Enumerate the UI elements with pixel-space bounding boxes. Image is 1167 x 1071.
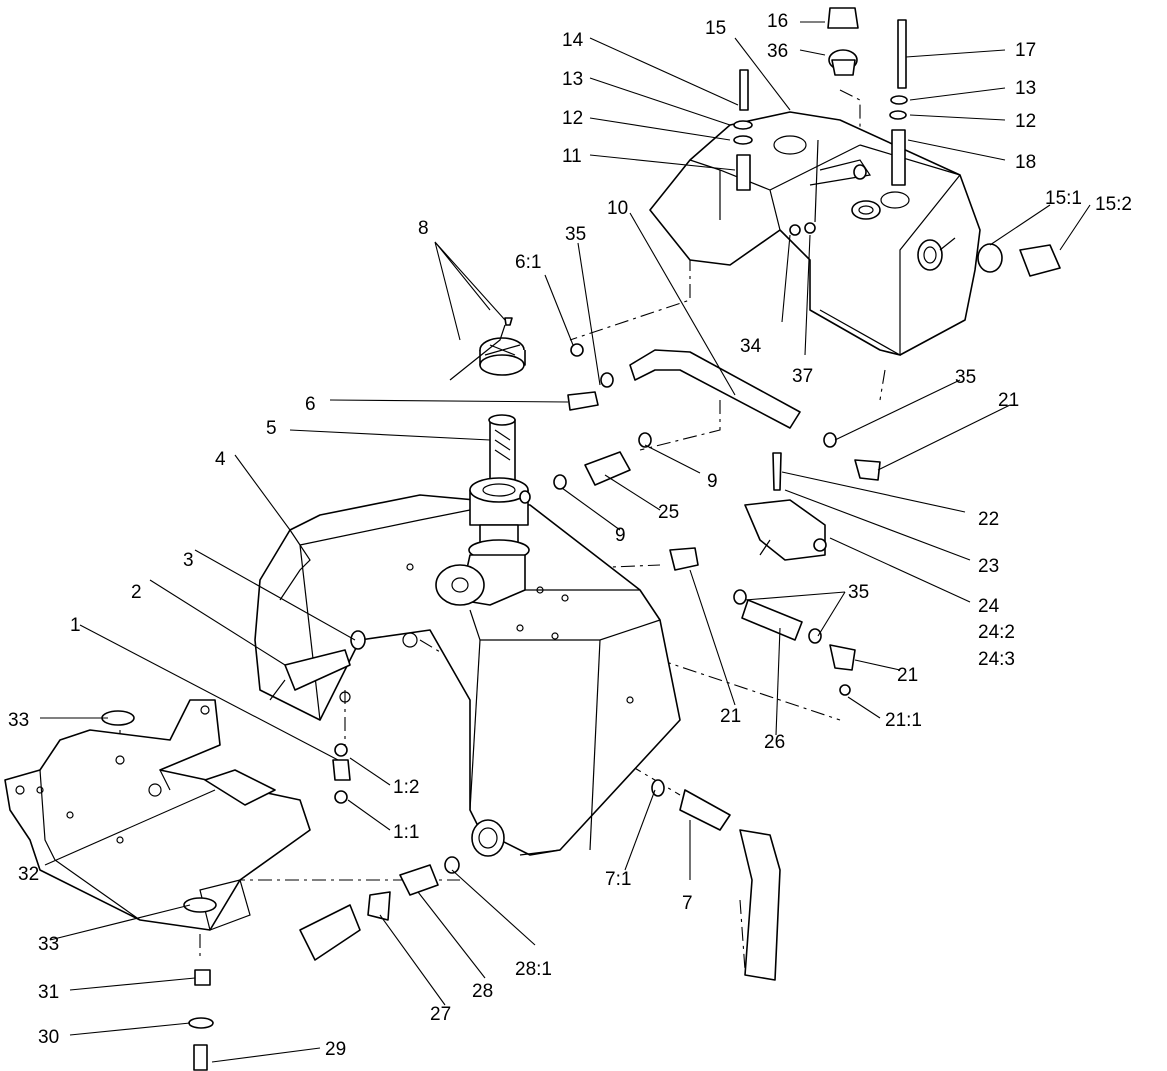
- callout-7: 7: [682, 893, 693, 914]
- filler-neck: [435, 414, 531, 606]
- callout-35-mid: 35: [848, 582, 869, 603]
- callout-7-1: 7:1: [605, 869, 631, 890]
- callout-21-top: 21: [998, 390, 1019, 411]
- callout-34: 34: [740, 336, 762, 357]
- callout-28-1: 28:1: [515, 959, 552, 980]
- callout-32: 32: [18, 864, 39, 885]
- callout-33-bottom: 33: [38, 934, 59, 955]
- callout-15: 15: [705, 18, 726, 39]
- callout-13-left: 13: [562, 69, 583, 90]
- callout-29: 29: [325, 1039, 346, 1060]
- callout-18: 18: [1015, 152, 1036, 173]
- callout-36: 36: [767, 41, 788, 62]
- callout-33-top: 33: [8, 710, 29, 731]
- callout-24-2: 24:2: [978, 622, 1015, 643]
- callout-1: 1: [70, 615, 81, 636]
- leader-lines: [40, 21, 1091, 1063]
- callout-21-right: 21: [897, 665, 918, 686]
- callout-1-2: 1:2: [393, 777, 419, 798]
- callout-24: 24: [978, 596, 1000, 617]
- callout-4: 4: [215, 449, 226, 470]
- callout-25: 25: [658, 502, 679, 523]
- callout-31: 31: [38, 982, 59, 1003]
- callout-12-left: 12: [562, 108, 583, 129]
- callout-13-right: 13: [1015, 78, 1036, 99]
- callout-2: 2: [131, 582, 142, 603]
- callout-15-2: 15:2: [1095, 194, 1132, 215]
- callout-3: 3: [183, 550, 194, 571]
- callout-23: 23: [978, 556, 999, 577]
- upper-fuel-tank: [649, 111, 981, 357]
- callout-30: 30: [38, 1027, 59, 1048]
- callout-9-right: 9: [707, 471, 718, 492]
- callout-5: 5: [266, 418, 277, 439]
- callout-35-right: 35: [955, 367, 976, 388]
- callout-10: 10: [607, 198, 628, 219]
- callout-28: 28: [472, 981, 493, 1002]
- lower-fuel-tank: [254, 494, 681, 857]
- callout-12-right: 12: [1015, 111, 1036, 132]
- callout-17: 17: [1015, 40, 1036, 61]
- callout-21-bottom: 21: [720, 706, 741, 727]
- callout-labels: 14 15 16 36 17 13 13 12 12 11 18 10 15:1…: [8, 11, 1132, 1060]
- callout-26: 26: [764, 732, 785, 753]
- callout-8: 8: [418, 218, 429, 239]
- callout-6: 6: [305, 394, 316, 415]
- callout-22: 22: [978, 509, 999, 530]
- callout-11: 11: [562, 146, 582, 167]
- small-parts: [101, 7, 1061, 1071]
- callout-1-1: 1:1: [393, 822, 419, 843]
- callout-9-left: 9: [615, 525, 626, 546]
- callout-15-1: 15:1: [1045, 188, 1082, 209]
- callout-24-3: 24:3: [978, 649, 1015, 670]
- callout-27: 27: [430, 1004, 451, 1025]
- callout-14: 14: [562, 30, 584, 51]
- callout-35-top: 35: [565, 224, 586, 245]
- callout-16: 16: [767, 11, 788, 32]
- callout-21-1: 21:1: [885, 710, 922, 731]
- callout-6-1: 6:1: [515, 252, 541, 273]
- callout-37: 37: [792, 366, 813, 387]
